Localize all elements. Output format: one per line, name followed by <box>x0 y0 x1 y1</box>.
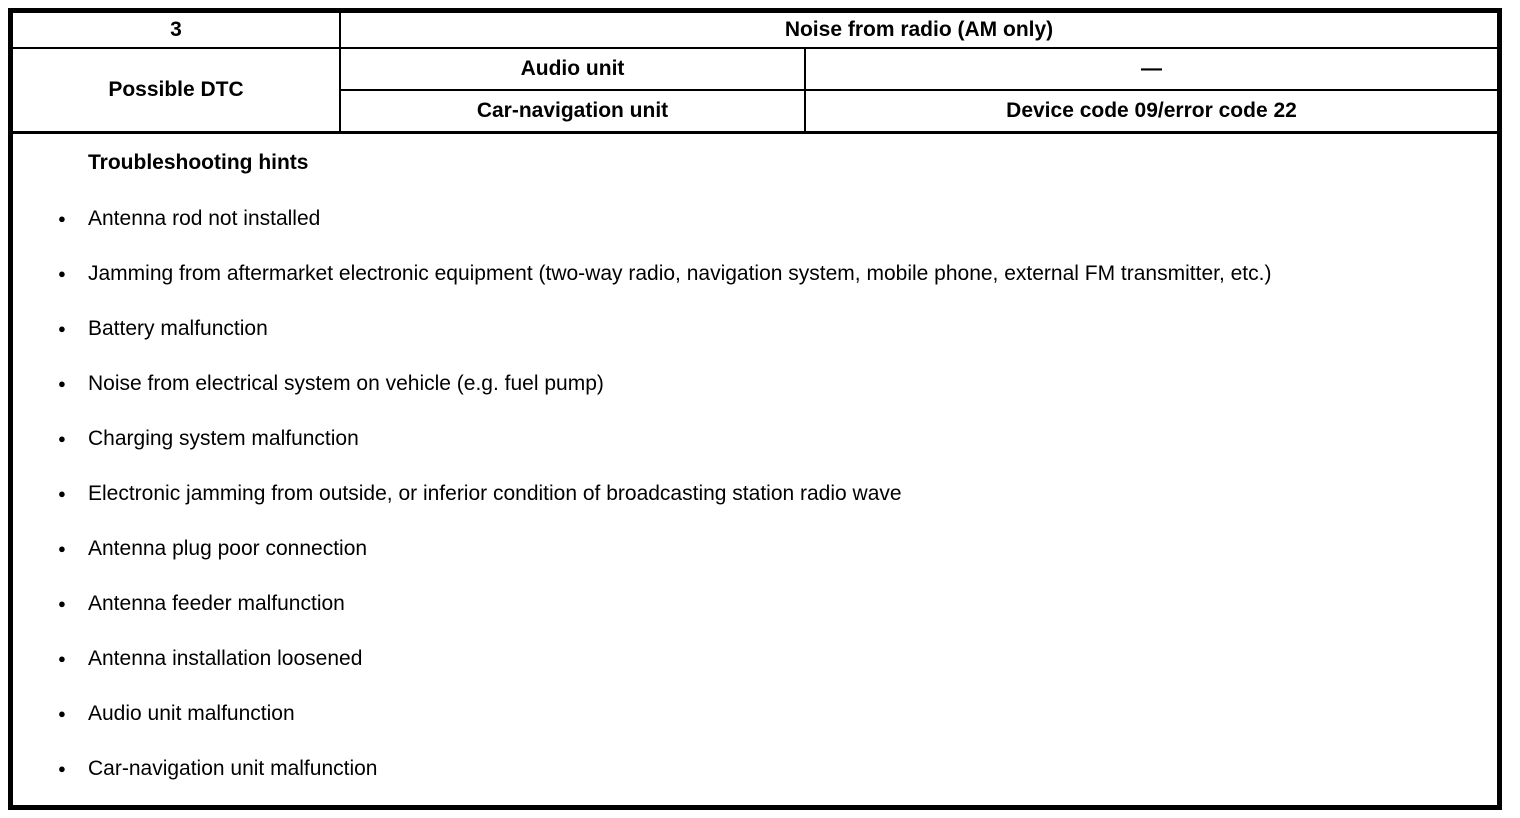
possible-dtc-label: Possible DTC <box>108 78 244 102</box>
list-item: ● Noise from electrical system on vehicl… <box>58 369 1467 399</box>
hint-text: Antenna feeder malfunction <box>88 592 345 615</box>
bullet-icon: ● <box>58 321 66 336</box>
list-item: ● Electronic jamming from outside, or in… <box>58 479 1467 509</box>
audio-unit-code: — <box>1141 57 1162 81</box>
hint-text: Antenna rod not installed <box>88 207 321 230</box>
bullet-icon: ● <box>58 211 66 226</box>
bullet-icon: ● <box>58 596 66 611</box>
bullet-icon: ● <box>58 761 66 776</box>
nav-unit-label: Car-navigation unit <box>476 99 669 123</box>
hint-text: Antenna plug poor connection <box>88 537 368 560</box>
bullet-icon: ● <box>58 266 66 281</box>
table-header: 3 Noise from radio (AM only) Possible DT… <box>13 13 1497 134</box>
list-item: ● Antenna feeder malfunction <box>58 589 1467 619</box>
hint-text: Audio unit malfunction <box>88 702 295 725</box>
symptom-text: Noise from radio (AM only) <box>784 18 1054 42</box>
hint-text: Noise from electrical system on vehicle … <box>88 372 604 395</box>
table-body: Troubleshooting hints ● Antenna rod not … <box>13 134 1497 784</box>
hints-list: ● Antenna rod not installed ● Jamming fr… <box>58 204 1467 784</box>
symptom-cell: Noise from radio (AM only) <box>341 13 1497 49</box>
hint-text: Antenna installation loosened <box>88 647 363 670</box>
list-item: ● Antenna installation loosened <box>58 644 1467 674</box>
hint-text: Jamming from aftermarket electronic equi… <box>88 262 1272 285</box>
bullet-icon: ● <box>58 541 66 556</box>
audio-unit-code-cell: — <box>806 49 1497 91</box>
bullet-icon: ● <box>58 486 66 501</box>
hint-text: Electronic jamming from outside, or infe… <box>88 482 902 505</box>
nav-unit-code-cell: Device code 09/error code 22 <box>806 91 1497 134</box>
list-item: ● Car-navigation unit malfunction <box>58 754 1467 784</box>
dtc-troubleshooting-table: 3 Noise from radio (AM only) Possible DT… <box>8 8 1502 810</box>
nav-unit-label-cell: Car-navigation unit <box>341 91 806 134</box>
bullet-icon: ● <box>58 376 66 391</box>
list-item: ● Antenna plug poor connection <box>58 534 1467 564</box>
bullet-icon: ● <box>58 651 66 666</box>
hints-title: Troubleshooting hints <box>88 151 309 174</box>
hint-text: Charging system malfunction <box>88 427 359 450</box>
bullet-icon: ● <box>58 706 66 721</box>
audio-unit-label: Audio unit <box>520 57 625 81</box>
item-number-cell: 3 <box>13 13 341 49</box>
list-item: ● Audio unit malfunction <box>58 699 1467 729</box>
audio-unit-label-cell: Audio unit <box>341 49 806 91</box>
bullet-icon: ● <box>58 431 66 446</box>
item-number: 3 <box>170 18 182 42</box>
list-item: ● Jamming from aftermarket electronic eq… <box>58 259 1467 289</box>
hint-text: Car-navigation unit malfunction <box>88 757 378 780</box>
possible-dtc-label-cell: Possible DTC <box>13 49 341 134</box>
list-item: ● Antenna rod not installed <box>58 204 1467 234</box>
hint-text: Battery malfunction <box>88 317 268 340</box>
nav-unit-code: Device code 09/error code 22 <box>1006 99 1297 123</box>
list-item: ● Battery malfunction <box>58 314 1467 344</box>
list-item: ● Charging system malfunction <box>58 424 1467 454</box>
